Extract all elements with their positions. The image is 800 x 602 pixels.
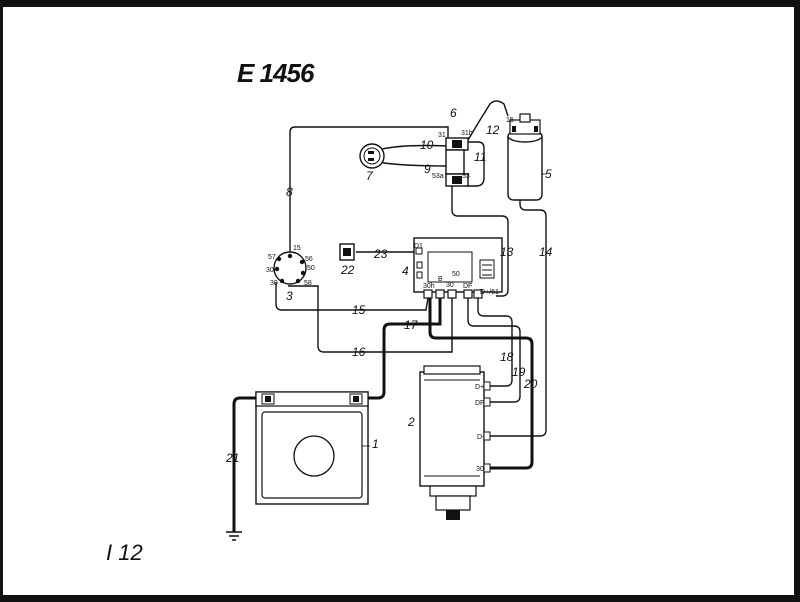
lamp-7-inner — [363, 147, 381, 165]
regulator-terminal-d61: D+/61 — [480, 289, 499, 296]
regulator-terminal-b: B — [438, 276, 443, 283]
ignition-switch-3 — [273, 251, 307, 285]
wire-19 — [467, 298, 521, 403]
label-warning-lamp: 22 — [340, 263, 355, 277]
wire-12 — [467, 100, 509, 141]
label-wire-17: 17 — [404, 318, 419, 332]
wire-17 — [358, 298, 442, 400]
wire-18 — [477, 298, 513, 387]
terminal-53a: 53a — [432, 173, 444, 180]
wire-16 — [288, 285, 453, 353]
terminal-53: 53 — [462, 173, 470, 180]
switch-terminal-30: 30 — [266, 267, 274, 274]
label-wire-14: 14 — [539, 245, 553, 259]
label-generator: 2 — [407, 415, 415, 429]
wire-13 — [451, 186, 509, 297]
label-wire-9: 9 — [424, 162, 431, 176]
label-ignition-switch: 3 — [286, 289, 293, 303]
label-wire-19: 19 — [512, 365, 526, 379]
label-battery: 1 — [372, 437, 379, 451]
generator-pulley — [429, 485, 477, 497]
distributor-6-body — [445, 149, 465, 175]
label-wire-23: 23 — [373, 247, 388, 261]
label-wire-11: 11 — [474, 150, 486, 164]
frame-top — [0, 0, 800, 7]
generator-terminal-df: DF — [475, 400, 484, 407]
wire-21 — [232, 396, 262, 532]
label-coil: 5 — [545, 167, 552, 181]
generator-terminal-dplus: D+ — [475, 384, 484, 391]
label-wire-10: 10 — [420, 138, 434, 152]
label-wire-16: 16 — [352, 345, 366, 359]
regulator-terminal-30: 30 — [446, 282, 454, 289]
generator-2 — [419, 371, 485, 487]
label-distributor: 6 — [450, 106, 457, 120]
switch-terminal-58: 58 — [304, 280, 312, 287]
label-wire-15: 15 — [352, 303, 366, 317]
regulator-terminal-df: DF — [463, 283, 472, 290]
label-wire-20: 20 — [523, 377, 538, 391]
frame-right — [794, 0, 800, 602]
switch-terminal-50: 50 — [307, 265, 315, 272]
frame-bottom — [0, 595, 800, 602]
frame-left — [0, 0, 3, 602]
switch-terminal-30b: 30 — [270, 280, 278, 287]
sheet-number: I 12 — [106, 540, 143, 565]
wire-20 — [428, 298, 534, 470]
label-regulator: 4 — [402, 264, 409, 278]
switch-terminal-57: 57 — [268, 254, 276, 261]
terminal-31: 31 — [438, 132, 446, 139]
label-lamp: 7 — [366, 169, 374, 183]
regulator-terminal-30h: 30h — [423, 283, 435, 290]
generator-terminal-30: 30 — [476, 466, 484, 473]
label-wire-21: 21 — [225, 451, 239, 465]
wire-15 — [275, 282, 429, 311]
label-wire-12: 12 — [486, 123, 500, 137]
wire-14 — [489, 194, 547, 437]
switch-terminal-15: 15 — [293, 245, 301, 252]
terminal-31b: 31b — [461, 130, 473, 137]
regulator-terminal-50: 50 — [452, 271, 460, 278]
wire-10 — [377, 144, 449, 151]
label-wire-18: 18 — [500, 350, 514, 364]
label-wire-8: 8 — [286, 185, 293, 199]
ground-symbol — [226, 531, 242, 541]
wire-11 — [466, 141, 485, 187]
regulator-terminal-d1: D1 — [414, 243, 423, 250]
coil-5-body — [507, 136, 543, 201]
switch-terminal-56: 56 — [305, 256, 313, 263]
coil-terminal-15: 15 — [506, 117, 514, 124]
wire-9 — [377, 161, 449, 167]
label-wire-13: 13 — [500, 245, 514, 259]
document-id: E 1456 — [237, 58, 314, 88]
wire-8 — [289, 126, 449, 252]
generator-terminal-dminus: D- — [477, 434, 485, 441]
